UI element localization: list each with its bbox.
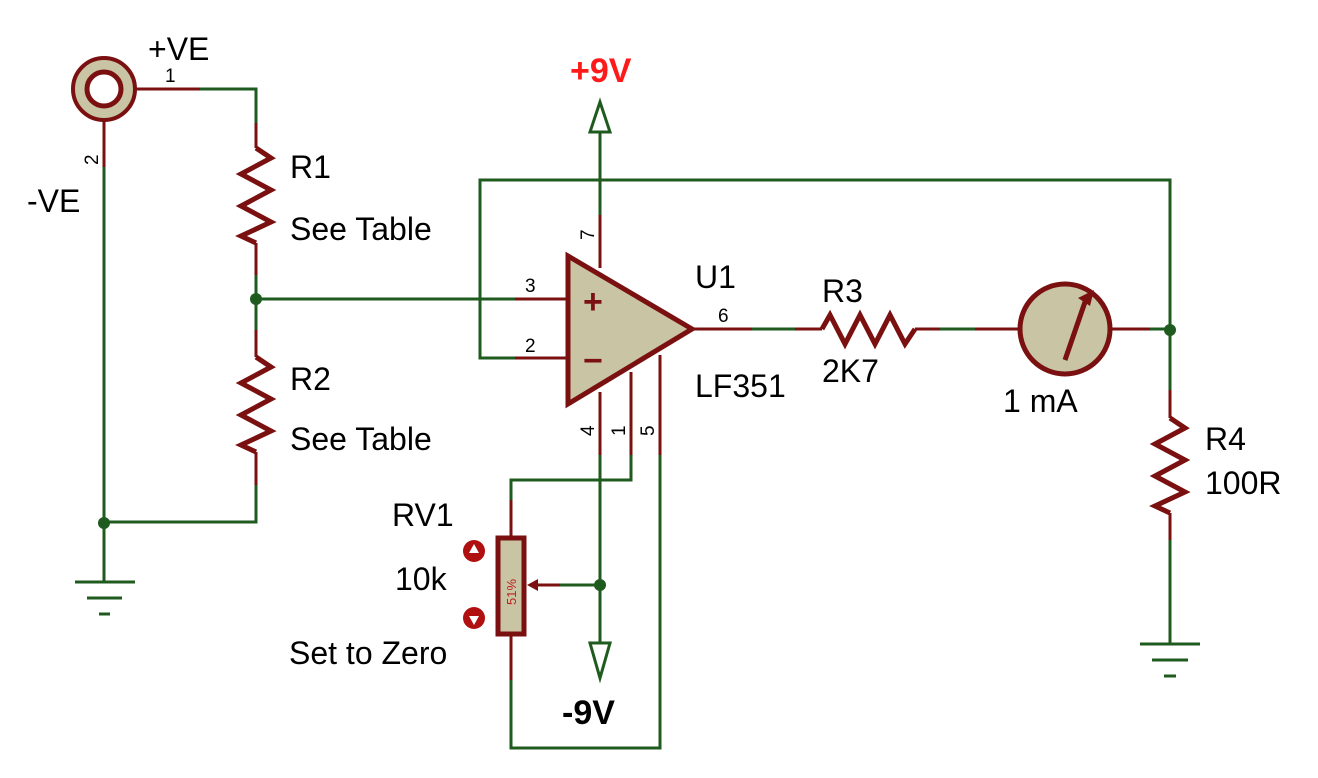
- rail-negative-label: -9V: [562, 694, 615, 732]
- connector-pos-label: +VE: [148, 31, 209, 67]
- wire-vcc-to-r1: [198, 87, 258, 125]
- ground-left-icon: [75, 580, 135, 616]
- r1-value: See Table: [290, 211, 432, 247]
- opamp-triangle-icon: [565, 251, 697, 409]
- r3-value: 2K7: [822, 353, 879, 389]
- resistor-r1: R1 See Table: [235, 123, 432, 275]
- wires: [102, 87, 1172, 750]
- ammeter: 1 mA: [975, 281, 1150, 419]
- ground-right-icon: [1140, 642, 1200, 678]
- opamp-u1: + − 7 3 2 6 4 1 5 U1 LF351: [515, 215, 786, 455]
- rv1-note: Set to Zero: [289, 635, 447, 671]
- rv1-percent: 51%: [504, 579, 519, 605]
- r4-ref: R4: [1205, 421, 1246, 457]
- u1-pin1: 1: [609, 425, 630, 436]
- r4-value: 100R: [1205, 465, 1282, 501]
- wire-r2-to-neg: [102, 483, 258, 524]
- wire-feedback: [478, 178, 1172, 360]
- u1-pin4: 4: [578, 425, 599, 436]
- pot-body: [495, 535, 527, 637]
- input-connector: +VE 1 2 -VE: [27, 31, 209, 219]
- rail-positive-label: +9V: [570, 52, 632, 90]
- u1-pin3: 3: [525, 276, 536, 297]
- resistor-symbol: [235, 354, 277, 455]
- r2-value: See Table: [290, 421, 432, 457]
- junction-dot: [1164, 324, 1176, 336]
- resistor-symbol: [1149, 415, 1191, 516]
- u1-pin6: 6: [718, 306, 729, 327]
- r2-ref: R2: [290, 361, 331, 397]
- meter-dial-icon: [1017, 281, 1113, 377]
- connector-neg-label: -VE: [27, 183, 80, 219]
- rail-plus9v: +9V: [570, 52, 632, 134]
- arrow-down-icon: [469, 616, 479, 625]
- meter-value: 1 mA: [1003, 383, 1078, 419]
- opamp-minus-sign: −: [583, 342, 603, 380]
- u1-part: LF351: [695, 368, 786, 404]
- wiper-arrow-icon: [527, 579, 538, 591]
- u1-ref: U1: [695, 259, 736, 295]
- rv1-value: 10k: [395, 561, 448, 597]
- junction-dot: [98, 517, 110, 529]
- r3-ref: R3: [822, 273, 863, 309]
- u1-pin5: 5: [638, 425, 659, 436]
- wire-offset5: [509, 453, 662, 750]
- resistor-r2: R2 See Table: [235, 330, 432, 485]
- potentiometer-rv1: 51% RV1 10k Set to Zero: [289, 497, 560, 680]
- power-arrow-down-icon: [588, 641, 612, 684]
- junction-dot: [250, 293, 262, 305]
- resistor-symbol: [819, 309, 918, 350]
- connector-pin2: 2: [82, 154, 103, 165]
- junctions: [98, 293, 1176, 591]
- rv1-ref: RV1: [392, 497, 454, 533]
- resistor-symbol: [235, 145, 277, 246]
- u1-pin7: 7: [578, 229, 599, 240]
- junction-dot: [594, 579, 606, 591]
- wire-offset1: [509, 453, 633, 502]
- u1-pin2: 2: [525, 336, 536, 357]
- opamp-plus-sign: +: [583, 283, 603, 321]
- r1-ref: R1: [290, 149, 331, 185]
- connector-pin1: 1: [165, 66, 176, 87]
- resistor-r4: R4 100R: [1149, 390, 1282, 540]
- resistor-r3: R3 2K7: [795, 273, 940, 389]
- arrow-up-icon: [469, 544, 479, 553]
- power-arrow-up-icon: [587, 97, 613, 134]
- rail-minus9v: -9V: [562, 641, 615, 732]
- connector-socket-icon: [84, 69, 124, 109]
- wire-meter-to-r4: [1148, 327, 1172, 392]
